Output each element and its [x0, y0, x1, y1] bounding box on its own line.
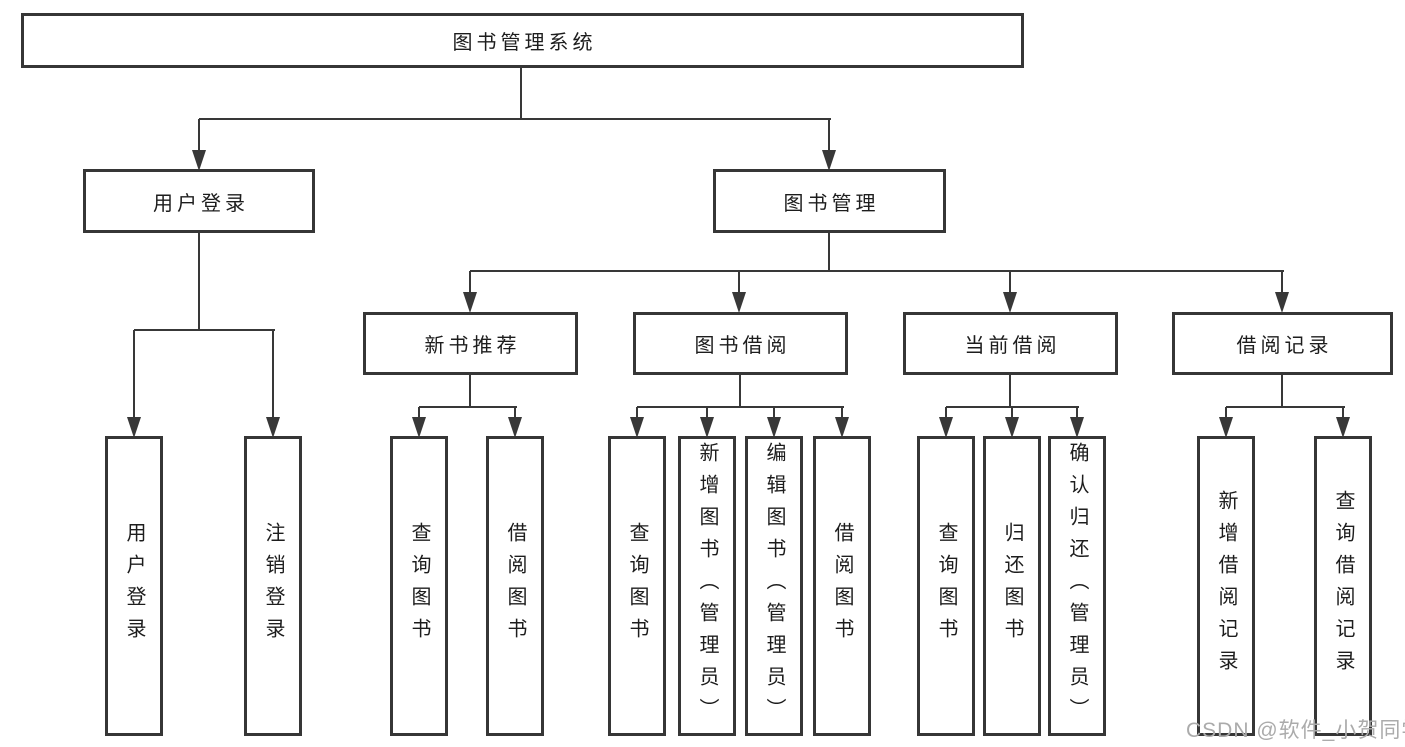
connector-line	[1226, 406, 1345, 408]
connector-line	[418, 407, 420, 420]
leaf-return-book: 归还图书	[983, 436, 1041, 736]
arrowhead-down-icon	[1275, 292, 1289, 313]
arrowhead-down-icon	[508, 417, 522, 438]
connector-line	[706, 407, 708, 420]
arrowhead-down-icon	[127, 417, 141, 438]
connector-line	[514, 407, 516, 420]
leaf-query-books-current: 查询图书	[917, 436, 975, 736]
leaf-logout-label: 注销登录	[262, 522, 284, 650]
connector-line	[470, 270, 1284, 272]
node-book-management: 图书管理	[713, 169, 946, 233]
connector-line	[419, 406, 517, 408]
arrowhead-down-icon	[732, 292, 746, 313]
leaf-user-login-label: 用户登录	[123, 522, 145, 650]
leaf-query-books-current-label: 查询图书	[935, 522, 957, 650]
leaf-add-borrow-record-label: 新增借阅记录	[1215, 490, 1237, 682]
leaf-borrow-books-borrow: 借阅图书	[813, 436, 871, 736]
arrowhead-down-icon	[463, 292, 477, 313]
connector-line	[199, 118, 831, 120]
leaf-edit-book-admin: 编辑图书（管理员）	[745, 436, 803, 736]
node-new-book-recommend: 新书推荐	[363, 312, 578, 375]
connector-line	[133, 330, 135, 420]
node-root-label: 图书管理系统	[452, 32, 597, 54]
arrowhead-down-icon	[939, 417, 953, 438]
leaf-add-book-admin-label: 新增图书（管理员）	[696, 442, 718, 730]
node-book-management-label: 图书管理	[783, 192, 880, 215]
connector-line	[520, 68, 522, 120]
leaf-query-books-borrow-label: 查询图书	[626, 522, 648, 650]
connector-line	[828, 119, 830, 153]
node-user-login: 用户登录	[83, 169, 315, 233]
connector-line	[469, 375, 471, 408]
leaf-borrow-books-borrow-label: 借阅图书	[831, 522, 853, 650]
connector-line	[636, 407, 638, 420]
connector-line	[198, 233, 200, 331]
connector-line	[1009, 271, 1011, 295]
leaf-confirm-return-admin-label: 确认归还（管理员）	[1066, 442, 1088, 730]
arrowhead-down-icon	[412, 417, 426, 438]
connector-line	[134, 329, 275, 331]
connector-line	[738, 271, 740, 295]
connector-line	[1076, 407, 1078, 420]
connector-line	[1011, 407, 1013, 420]
arrowhead-down-icon	[1070, 417, 1084, 438]
node-current-borrow-label: 当前借阅	[964, 335, 1061, 357]
connector-line	[198, 119, 200, 153]
arrowhead-down-icon	[835, 417, 849, 438]
leaf-add-borrow-record: 新增借阅记录	[1197, 436, 1255, 736]
connector-line	[637, 406, 844, 408]
connector-line	[945, 407, 947, 420]
leaf-add-book-admin: 新增图书（管理员）	[678, 436, 736, 736]
leaf-return-book-label: 归还图书	[1001, 522, 1023, 650]
arrowhead-down-icon	[192, 150, 206, 171]
connector-line	[1225, 407, 1227, 420]
leaf-logout: 注销登录	[244, 436, 302, 736]
node-user-login-label: 用户登录	[153, 192, 249, 215]
leaf-borrow-books-newbook: 借阅图书	[486, 436, 544, 736]
leaf-edit-book-admin-label: 编辑图书（管理员）	[763, 442, 785, 730]
node-borrow-records-label: 借阅记录	[1236, 335, 1333, 357]
leaf-query-borrow-record: 查询借阅记录	[1314, 436, 1372, 736]
arrowhead-down-icon	[266, 417, 280, 438]
leaf-query-borrow-record-label: 查询借阅记录	[1332, 490, 1354, 682]
node-root: 图书管理系统	[21, 13, 1024, 68]
arrowhead-down-icon	[822, 150, 836, 171]
leaf-query-books-newbook: 查询图书	[390, 436, 448, 736]
leaf-user-login: 用户登录	[105, 436, 163, 736]
arrowhead-down-icon	[1219, 417, 1233, 438]
node-book-borrow-label: 图书借阅	[694, 335, 791, 357]
leaf-borrow-books-newbook-label: 借阅图书	[504, 522, 526, 650]
leaf-query-books-newbook-label: 查询图书	[408, 522, 430, 650]
connector-line	[773, 407, 775, 420]
connector-line	[272, 330, 274, 420]
connector-line	[1281, 375, 1283, 408]
arrowhead-down-icon	[767, 417, 781, 438]
connector-line	[828, 233, 830, 272]
connector-line	[469, 271, 471, 295]
node-borrow-records: 借阅记录	[1172, 312, 1393, 375]
leaf-confirm-return-admin: 确认归还（管理员）	[1048, 436, 1106, 736]
node-new-book-recommend-label: 新书推荐	[424, 335, 521, 357]
arrowhead-down-icon	[1005, 417, 1019, 438]
arrowhead-down-icon	[1336, 417, 1350, 438]
connector-line	[1342, 407, 1344, 420]
connector-line	[739, 375, 741, 408]
connector-line	[841, 407, 843, 420]
leaf-query-books-borrow: 查询图书	[608, 436, 666, 736]
node-book-borrow: 图书借阅	[633, 312, 848, 375]
arrowhead-down-icon	[630, 417, 644, 438]
csdn-watermark: CSDN @软件_小贺同学	[1186, 719, 1405, 742]
node-current-borrow: 当前借阅	[903, 312, 1118, 375]
arrowhead-down-icon	[1003, 292, 1017, 313]
arrowhead-down-icon	[700, 417, 714, 438]
connector-line	[1281, 271, 1283, 295]
connector-line	[1009, 375, 1011, 408]
